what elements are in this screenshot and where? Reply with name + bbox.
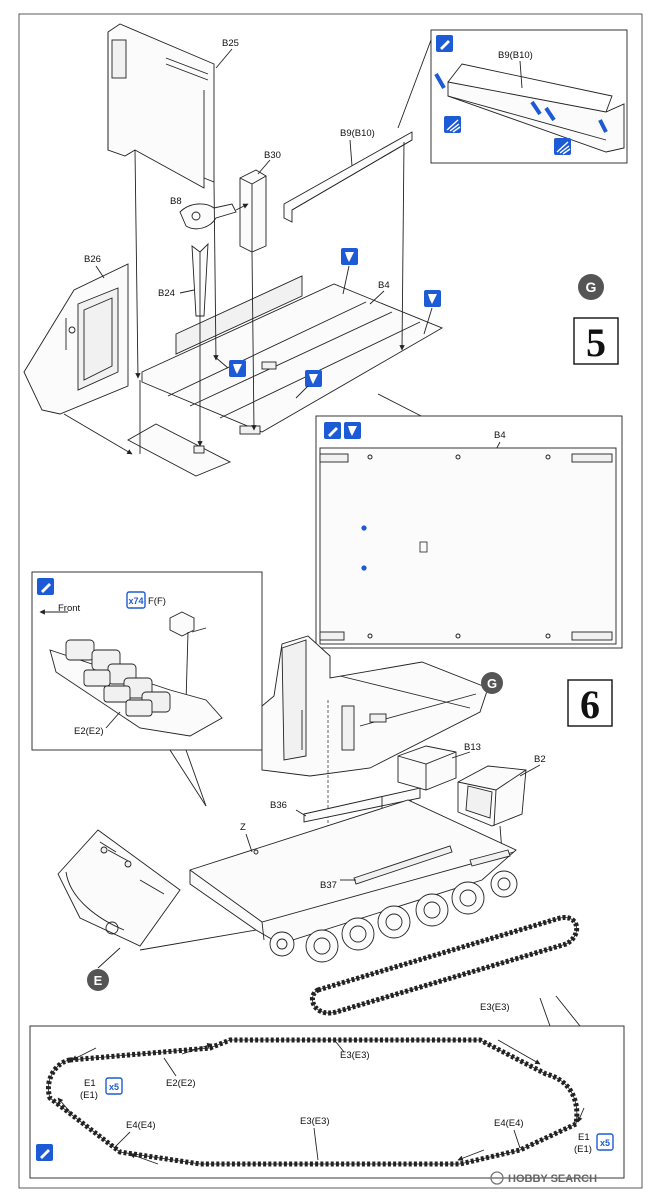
page-frame — [18, 13, 643, 1189]
step-number-6: 6 — [580, 682, 600, 727]
label-b30: B30 — [264, 150, 281, 161]
label-b24: B24 — [158, 288, 175, 299]
track-label-e3-top: E3(E3) — [340, 1050, 370, 1061]
track-links-group — [49, 639, 223, 737]
glue-brush-icon — [36, 1144, 53, 1161]
track-label-qty-left: x5 — [109, 1082, 119, 1092]
step-6: 6 Front x74 F(F) — [31, 571, 613, 1016]
part-b36 — [303, 787, 421, 823]
quantity-badge-icon: x5 — [596, 1133, 614, 1151]
drill-hole-icon — [341, 248, 358, 265]
label-b25: B25 — [222, 38, 239, 49]
drill-hole-icon — [229, 360, 246, 377]
track-assembly-inset: E3(E3) E2(E2) E1 (E1) x5 E4(E4) E3(E3) E… — [29, 995, 625, 1179]
drill-hole-icon — [305, 370, 322, 387]
part-b9 — [283, 131, 413, 223]
label-b37: B37 — [320, 880, 337, 891]
glue-brush-icon — [444, 116, 461, 133]
subassembly-marker-g — [481, 672, 503, 694]
track-label-e1-left-alt: (E1) — [80, 1090, 98, 1101]
label-front: Front — [58, 603, 81, 614]
b4-detail-inset: B4 — [315, 393, 623, 649]
label-e3-hull: E3(E3) — [480, 1002, 510, 1013]
track-label-e1-right-alt: (E1) — [574, 1144, 592, 1155]
watermark: HOBBY SEARCH — [490, 1171, 597, 1185]
track-label-e4-right: E4(E4) — [494, 1118, 524, 1129]
quantity-badge-icon: x5 — [105, 1077, 123, 1095]
part-b13 — [397, 745, 457, 791]
label-b8: B8 — [170, 196, 182, 207]
label-b2: B2 — [534, 754, 546, 765]
label-b26: B26 — [84, 254, 101, 265]
glue-brush-icon — [554, 138, 571, 155]
drill-hole-icon — [424, 290, 441, 307]
track-label-e4-left: E4(E4) — [126, 1120, 156, 1131]
part-b2 — [457, 765, 527, 827]
part-b30 — [239, 169, 267, 253]
track-label-e3-bottom: E3(E3) — [300, 1116, 330, 1127]
hull-assembly — [261, 635, 489, 858]
track-loop — [46, 1037, 580, 1167]
label-f-part: F(F) — [148, 596, 166, 607]
step-number-box — [573, 317, 619, 365]
label-b9: B9(B10) — [340, 128, 375, 139]
label-e2-inset: E2(E2) — [74, 726, 104, 737]
subassembly-marker-e — [87, 969, 109, 991]
part-e-panel — [57, 829, 181, 947]
label-b36: B36 — [270, 800, 287, 811]
track-run — [310, 915, 579, 1016]
track-label-qty-right: x5 — [600, 1138, 610, 1148]
subassembly-marker-g — [578, 274, 604, 300]
track-label-e2: E2(E2) — [166, 1078, 196, 1089]
step-5: 5 G B25 B30 B9(B10) — [23, 23, 628, 649]
track-label-e1-right: E1 — [578, 1132, 590, 1143]
part-b24 — [191, 242, 209, 317]
glue-brush-icon — [436, 35, 453, 52]
subassembly-marker-g-label: G — [487, 676, 497, 691]
inset-label-b4: B4 — [494, 430, 506, 441]
label-b13: B13 — [464, 742, 481, 753]
b9-detail-inset: B9(B10) — [397, 29, 628, 164]
step-number-5: 5 — [586, 320, 606, 365]
inset-label-b9: B9(B10) — [498, 50, 533, 61]
label-b4: B4 — [378, 280, 390, 291]
road-wheels — [269, 870, 518, 963]
watermark-text: HOBBY SEARCH — [508, 1173, 597, 1185]
track-label-e1-left: E1 — [84, 1078, 96, 1089]
subassembly-marker-e-label: E — [94, 973, 103, 988]
part-b8 — [179, 203, 237, 230]
track-link-inset: Front x74 F(F) E2(E2) — [31, 571, 263, 807]
glue-brush-icon — [37, 578, 54, 595]
subassembly-marker-g-label: G — [586, 279, 597, 295]
part-b25 — [107, 23, 215, 189]
glue-brush-icon — [324, 422, 341, 439]
drill-hole-icon — [344, 422, 361, 439]
label-z: Z — [240, 822, 246, 833]
part-b4 — [127, 275, 444, 477]
quantity-badge-icon: x74 — [126, 591, 146, 609]
label-qty-74: x74 — [128, 596, 143, 606]
part-b26 — [23, 263, 129, 415]
step-number-box — [567, 679, 613, 727]
